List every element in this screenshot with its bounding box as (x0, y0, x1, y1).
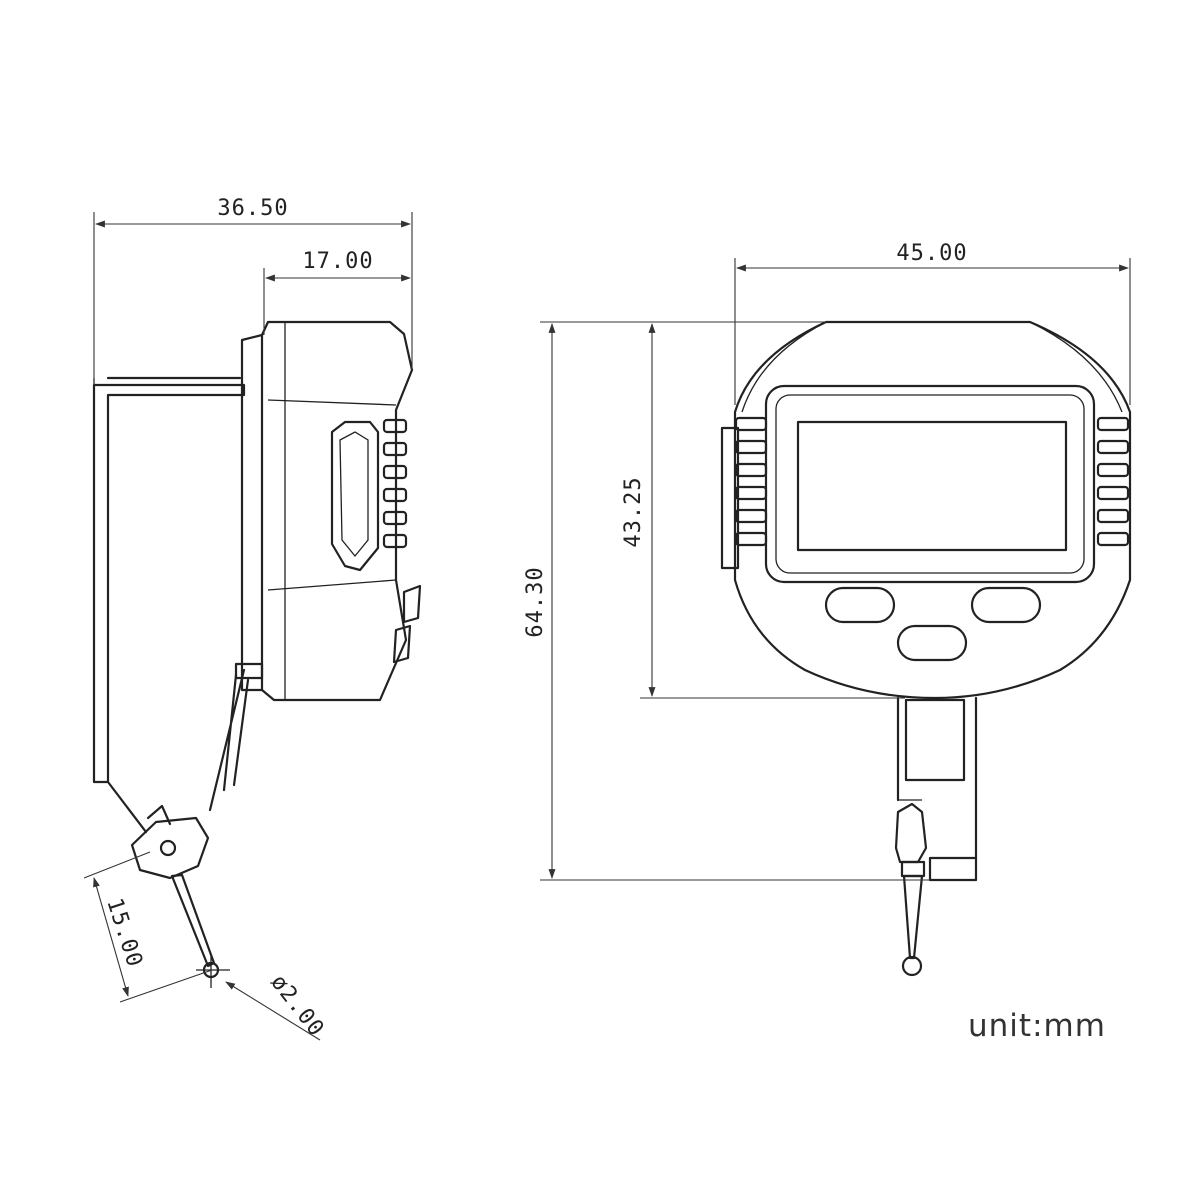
dim-side-total-width: 36.50 (217, 196, 288, 221)
side-button (330, 420, 380, 572)
front-left-ribs (734, 416, 768, 547)
side-view (92, 320, 422, 988)
front-stem (896, 696, 978, 882)
front-stylus-ball (901, 955, 923, 977)
left-button (824, 586, 896, 624)
dim-front-body-height: 43.25 (621, 476, 646, 547)
side-stylus (170, 873, 216, 968)
front-main-body (733, 320, 1132, 700)
right-button (970, 586, 1042, 624)
dim-front-width: 45.00 (896, 241, 967, 266)
front-dimensions: 45.00 43.25 64.30 (523, 241, 1131, 881)
side-probe-head (130, 804, 210, 880)
side-ribs (382, 418, 408, 549)
lcd-screen (796, 420, 1068, 552)
dim-side-body-depth: 17.00 (302, 249, 373, 274)
dim-probe-length: 15.00 (101, 895, 147, 970)
side-main-body (260, 320, 414, 702)
unit-label: unit:mm (968, 1008, 1106, 1044)
center-button (896, 624, 968, 662)
front-display-bezel (764, 384, 1096, 584)
front-probe (894, 802, 928, 977)
front-view (720, 320, 1132, 977)
side-probe-holder (106, 668, 250, 834)
front-right-ribs (1096, 416, 1130, 547)
dim-front-total-height: 64.30 (523, 566, 548, 637)
side-back-housing (92, 383, 246, 784)
dim-ball-diameter: ø2.00 (265, 970, 329, 1042)
